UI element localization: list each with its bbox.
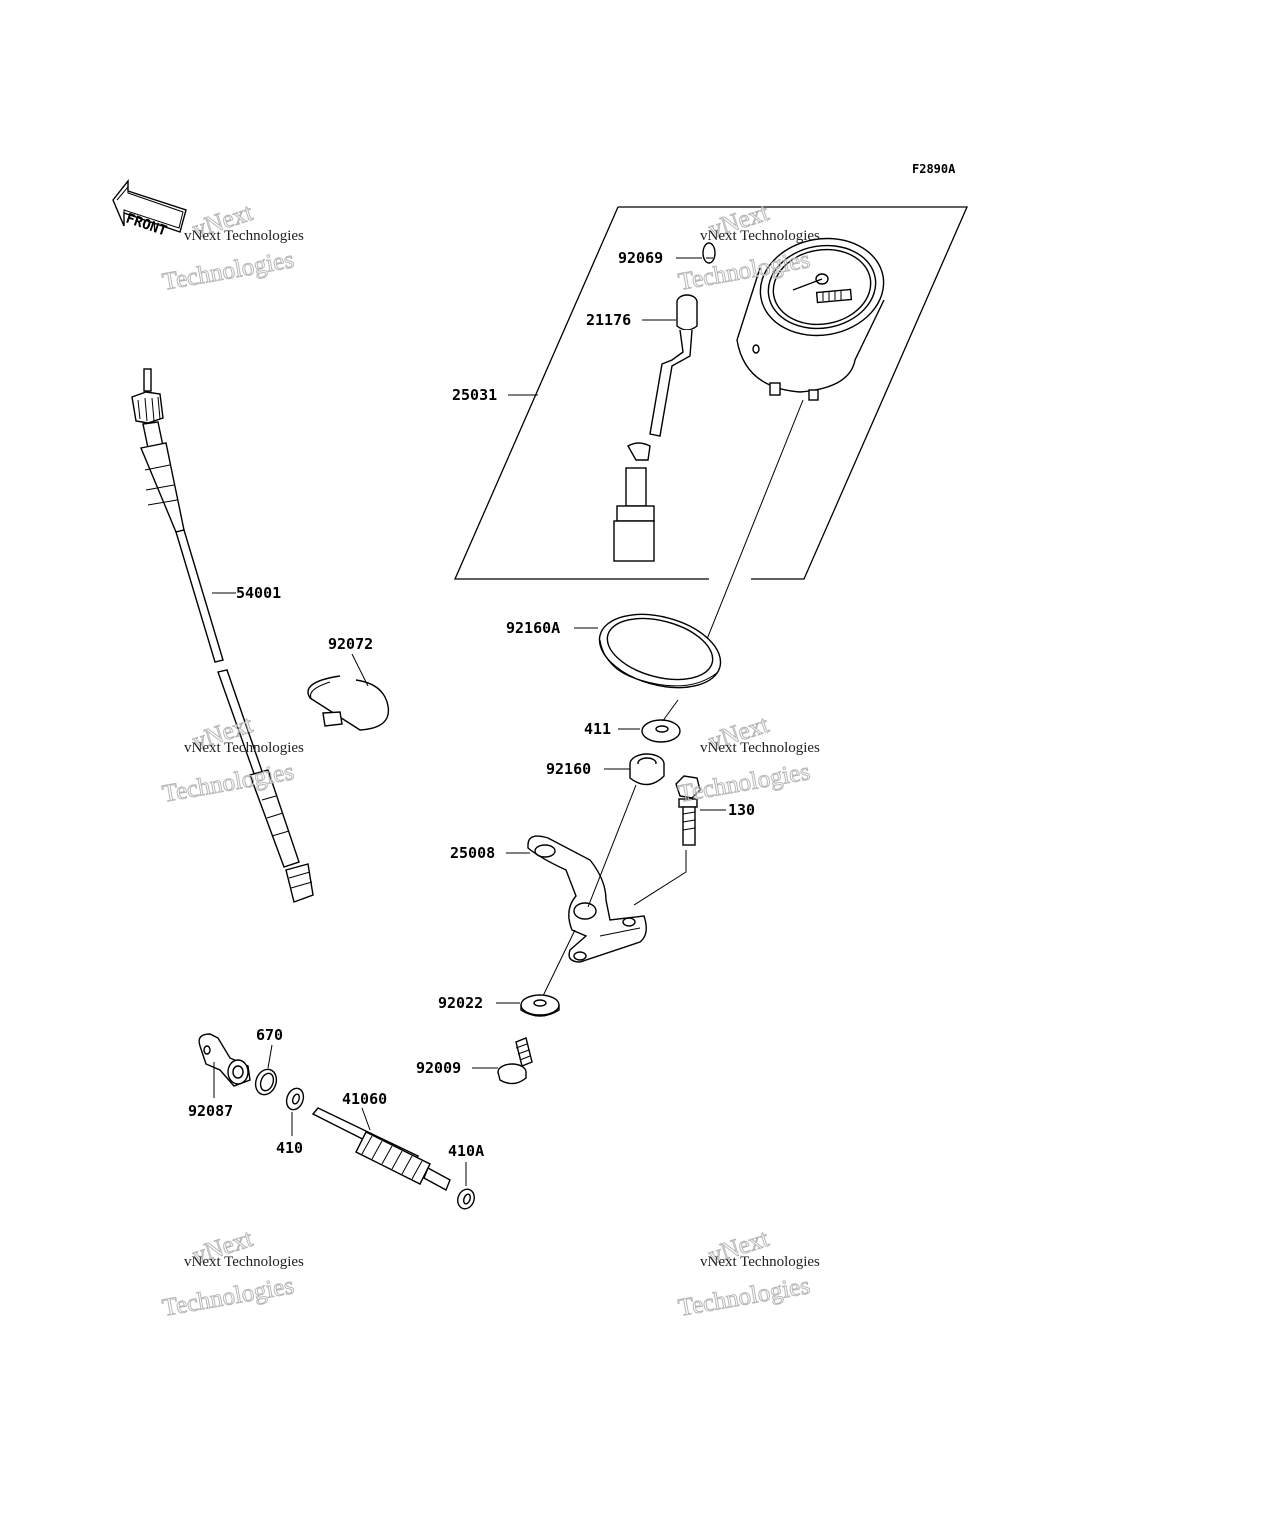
washer-411 <box>641 699 681 743</box>
o-ring-670 <box>254 1068 278 1096</box>
label-670: 670 <box>256 1026 283 1044</box>
callout-labels: 92069 21176 25031 54001 92072 92160A 411… <box>188 249 755 1160</box>
svg-text:Technologies: Technologies <box>160 1272 296 1322</box>
washer-92022 <box>520 994 560 1017</box>
label-54001: 54001 <box>236 584 281 602</box>
leader-bracket-washer <box>541 929 576 999</box>
label-92009: 92009 <box>416 1059 461 1077</box>
screw-92009 <box>497 1037 533 1085</box>
label-410: 410 <box>276 1139 303 1157</box>
front-arrow-icon: FRONT <box>112 178 187 240</box>
gear-shaft-41060 <box>311 1107 451 1191</box>
label-130: 130 <box>728 801 755 819</box>
watermark-mid-right: vNext vNext Technologies Technologies <box>676 711 820 809</box>
svg-text:vNext Technologies: vNext Technologies <box>700 228 820 244</box>
gasket-92160A <box>598 613 722 689</box>
leader-bolt-bracket <box>633 850 687 906</box>
label-92087: 92087 <box>188 1102 233 1120</box>
bracket-25008 <box>527 835 647 963</box>
svg-text:vNext Technologies: vNext Technologies <box>184 740 304 756</box>
watermark-bottom-right: vNext vNext Technologies Technologies <box>676 1225 820 1323</box>
speedometer-gauge <box>736 237 885 401</box>
meter-assembly-frame <box>454 206 968 580</box>
label-41060: 41060 <box>342 1090 387 1108</box>
label-92072: 92072 <box>328 635 373 653</box>
washer-410 <box>285 1087 305 1111</box>
bolt-130 <box>675 775 701 846</box>
svg-text:Technologies: Technologies <box>676 1272 812 1322</box>
washer-410A <box>457 1188 475 1210</box>
label-92160: 92160 <box>546 760 591 778</box>
bulb-92069 <box>702 242 716 264</box>
grommet-92160 <box>629 753 665 786</box>
label-25031: 25031 <box>452 386 497 404</box>
label-411: 411 <box>584 720 611 738</box>
housing-92087 <box>198 1033 251 1087</box>
watermark-bottom-left: vNext vNext Technologies Technologies <box>160 1225 304 1323</box>
svg-text:vNext Technologies: vNext Technologies <box>184 228 304 244</box>
leader-grommet-bracket <box>587 784 637 908</box>
band-92072 <box>307 675 390 731</box>
bulb-socket-21176 <box>613 294 698 562</box>
svg-text:Technologies: Technologies <box>160 246 296 296</box>
watermark-mid-left: vNext vNext Technologies Technologies <box>160 711 304 809</box>
speedometer-cable-54001 <box>131 368 314 903</box>
label-21176: 21176 <box>586 311 631 329</box>
label-92069: 92069 <box>618 249 663 267</box>
callout-leaders <box>212 257 726 1186</box>
svg-text:vNext Technologies: vNext Technologies <box>184 1254 304 1270</box>
svg-text:vNext Technologies: vNext Technologies <box>700 1254 820 1270</box>
label-25008: 25008 <box>450 844 495 862</box>
label-410A: 410A <box>448 1142 484 1160</box>
label-92022: 92022 <box>438 994 483 1012</box>
leader-gauge-gasket <box>696 399 804 665</box>
figure-code: F2890A <box>912 162 956 176</box>
label-92160A: 92160A <box>506 619 560 637</box>
svg-text:vNext Technologies: vNext Technologies <box>700 740 820 756</box>
